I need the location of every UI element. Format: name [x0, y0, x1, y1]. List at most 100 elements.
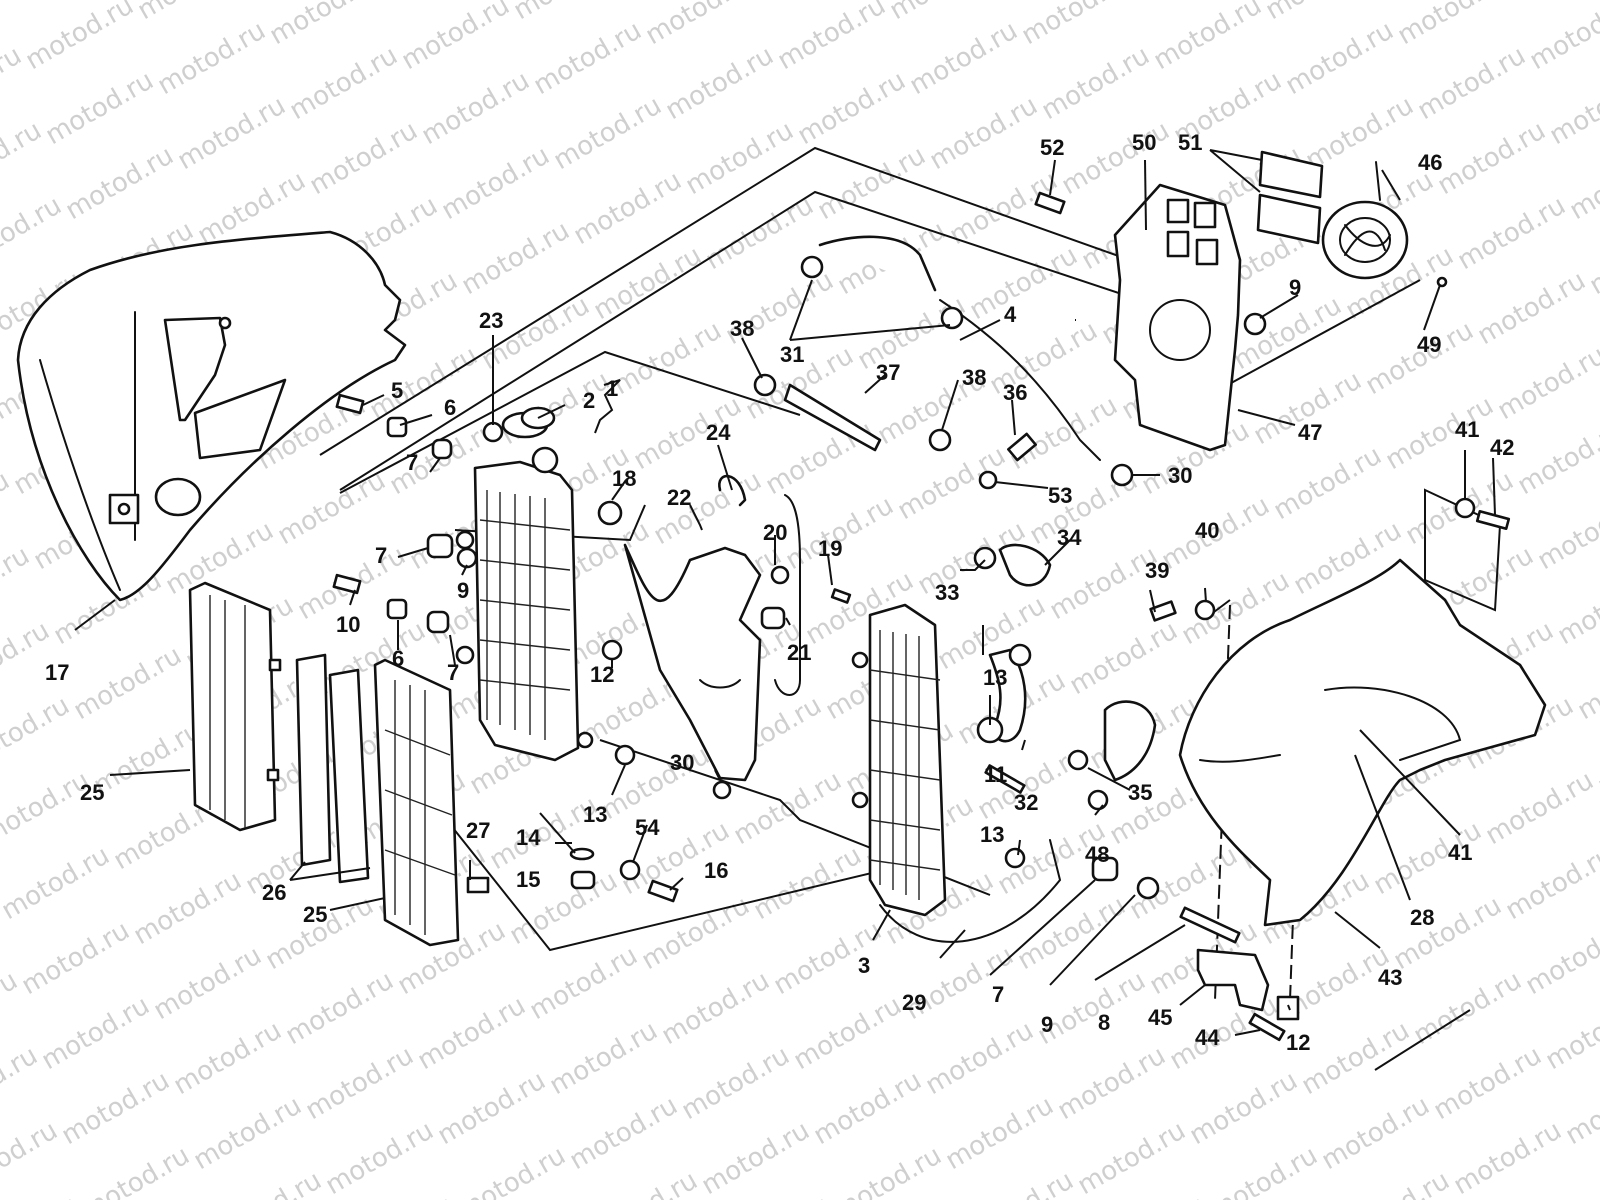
hose-29 [879, 839, 1062, 943]
watermark-text: motod.ru [77, 1140, 195, 1200]
watermark-text: motod.ru [1185, 1065, 1303, 1151]
water-pump-cover [1103, 700, 1157, 782]
watermark-text: motod.ru [1533, 490, 1600, 576]
callout-14: 14 [516, 825, 541, 850]
bolt-10 [332, 573, 362, 595]
watermark-text: motod.ru [589, 240, 707, 326]
assembly-line [444, 817, 906, 952]
clamp-33 [1008, 643, 1032, 667]
assembly-line [339, 190, 1216, 491]
watermark-text: motod.ru [189, 1090, 307, 1176]
watermark-text: motod.ru [1281, 15, 1399, 101]
watermark-text: motod.ru [0, 190, 67, 276]
watermark-text: motod.ru [149, 940, 267, 1026]
clamp-23 [482, 421, 504, 443]
bolt-39 [1149, 600, 1177, 622]
watermark-text: motod.ru [1129, 0, 1247, 1]
callout-15: 15 [516, 867, 540, 892]
clamp-33 [973, 546, 997, 570]
washer-54 [619, 859, 641, 881]
watermark-text: motod.ru [717, 1190, 835, 1200]
watermark-text: motod.ru [905, 15, 1023, 101]
right-radiator-grille [373, 658, 460, 947]
watermark-text: motod.ru [1565, 140, 1600, 226]
callout-8: 8 [1098, 1010, 1110, 1035]
watermark-text: motod.ru [477, 290, 595, 376]
watermark-text: motod.ru [525, 940, 643, 1026]
watermark-text: motod.ru [545, 1015, 663, 1101]
washer-9 [1136, 876, 1160, 900]
watermark-text: motod.ru [265, 0, 383, 51]
callout-36: 36 [1003, 380, 1027, 405]
collar-6 [386, 416, 408, 438]
callout-9: 9 [1289, 275, 1301, 300]
watermark-text: motod.ru [657, 965, 775, 1051]
callout-11: 11 [984, 762, 1007, 787]
pin-11 [984, 764, 1026, 794]
clamp-31 [800, 255, 824, 279]
watermark-text: motod.ru [1301, 90, 1419, 176]
bracket-45 [1196, 948, 1270, 1012]
washer-9 [456, 547, 478, 569]
sensor-36 [1007, 432, 1037, 462]
watermark-text: motod.ru [1269, 440, 1387, 526]
washer-9 [1243, 312, 1267, 336]
callout-49: 49 [1417, 332, 1441, 357]
cooling-fan [1321, 161, 1409, 280]
clamp-30 [712, 780, 732, 800]
callout-6: 6 [444, 395, 456, 420]
watermark-text: motod.ru [1337, 1165, 1455, 1200]
upper-hose [818, 235, 937, 292]
watermark-text: motod.ru [433, 1065, 551, 1151]
watermark-text: motod.ru [153, 15, 271, 101]
watermark-text: motod.ru [89, 715, 207, 801]
watermark-text: motod.ru [1149, 0, 1267, 76]
watermark-text: motod.ru [1525, 0, 1600, 76]
watermark-text: motod.ru [1505, 0, 1600, 1]
grommet-7 [426, 610, 450, 634]
assembly-line [1374, 1009, 1471, 1071]
callout-44: 44 [1195, 1025, 1220, 1050]
watermark-text: motod.ru [793, 65, 911, 151]
hoses [718, 235, 1101, 943]
callout-13: 13 [980, 822, 1004, 847]
left-radiator-grille [188, 581, 282, 832]
assembly-line [1424, 488, 1502, 612]
callout-24: 24 [706, 420, 731, 445]
callout-5: 5 [391, 378, 403, 403]
watermark-text: motod.ru [17, 915, 135, 1001]
clip-27 [466, 876, 490, 894]
watermark-text: motod.ru [637, 890, 755, 976]
callout-9: 9 [1041, 1012, 1053, 1037]
callout-42: 42 [1490, 435, 1514, 460]
nut-12 [1276, 995, 1300, 1021]
watermark-text: motod.ru [0, 615, 55, 701]
watermark-text: motod.ru [789, 990, 907, 1076]
callout-51: 51 [1178, 130, 1202, 155]
callout-41: 41 [1455, 417, 1479, 442]
callout-7: 7 [406, 450, 418, 475]
bolt-44 [1248, 1012, 1286, 1042]
bolt-19 [830, 588, 852, 604]
watermark-text: motod.ru [0, 1190, 83, 1200]
watermark-text: motod.ru [1393, 0, 1511, 51]
callout-2: 2 [583, 388, 595, 413]
assembly-line [339, 350, 801, 494]
fan-filter-pads [1256, 150, 1324, 245]
callout-53: 53 [1048, 483, 1072, 508]
screw-49 [1436, 276, 1448, 288]
watermark-text: motod.ru [809, 1065, 927, 1151]
watermark-text: motod.ru [885, 0, 1003, 26]
watermark-text: motod.ru [417, 65, 535, 151]
watermark-text: motod.ru [0, 1040, 43, 1126]
hose-32 [988, 648, 1027, 743]
callout-54: 54 [635, 815, 660, 840]
callout-25: 25 [303, 902, 327, 927]
watermark-text: motod.ru [61, 140, 179, 226]
grommet-7 [431, 438, 453, 460]
watermark-text: motod.ru [941, 1090, 1059, 1176]
watermark-text: motod.ru [749, 840, 867, 926]
left-radiator-core [455, 411, 594, 762]
watermark-text: motod.ru [661, 40, 779, 126]
